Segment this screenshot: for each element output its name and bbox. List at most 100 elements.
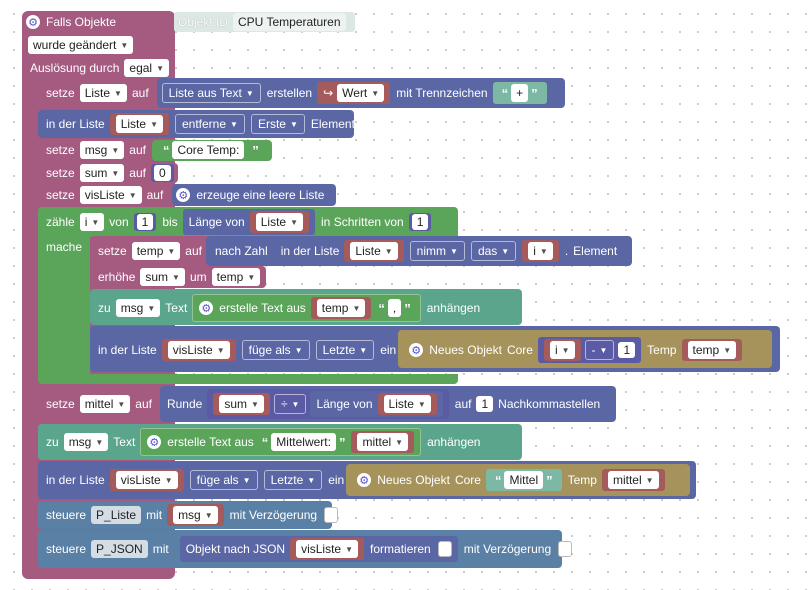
text-label: Text	[165, 301, 188, 315]
loop-var-dropdown[interactable]: i▼	[79, 213, 105, 231]
element-label: Element	[573, 244, 618, 258]
wert-block[interactable]: ↪Wert▼	[317, 82, 391, 104]
var-dropdown[interactable]: msg▼	[79, 141, 125, 159]
mit-trennzeichen-label: mit Trennzeichen	[396, 86, 488, 100]
var-dropdown[interactable]: sum▼	[79, 164, 125, 182]
msg-var-block[interactable]: msg▼	[167, 504, 224, 526]
zaehle-label: zähle	[46, 215, 75, 229]
list-var-block[interactable]: Liste▼	[344, 240, 404, 262]
erstellen-label: erstellen	[266, 86, 313, 100]
list-var-block[interactable]: visListe▼	[161, 339, 236, 361]
row8: in der Liste visListe▼ füge als▼ Letzte▼…	[46, 469, 671, 491]
list-var-block[interactable]: Liste▼	[109, 113, 169, 135]
auf-label: auf	[129, 143, 146, 157]
l3: zu msg▼ Text ⚙ erstelle Text aus temp▼ “…	[98, 294, 485, 322]
pos-dropdown[interactable]: Erste▼	[250, 114, 305, 134]
setze-label: setze	[46, 143, 75, 157]
op-dropdown[interactable]: füge als▼	[241, 340, 310, 360]
schritte-label: in Schritten von	[321, 215, 404, 229]
zu-label: zu	[98, 301, 111, 315]
var-dropdown[interactable]: visListe▼	[79, 186, 142, 204]
pos-dropdown[interactable]: Letzte▼	[263, 470, 323, 490]
delay-checkbox[interactable]	[558, 541, 573, 557]
pos-dropdown[interactable]: das▼	[470, 241, 517, 261]
op-dropdown[interactable]: entferne▼	[174, 114, 245, 134]
var-dropdown[interactable]: Liste▼	[79, 84, 127, 102]
gear-icon[interactable]: ⚙	[357, 473, 372, 487]
row10: steuere P_JSON mit Objekt nach JSON visL…	[46, 536, 573, 562]
row2: in der Liste Liste▼ entferne▼ Erste▼ Ele…	[46, 113, 360, 135]
ausloesung-label: Auslösung durch	[30, 61, 120, 75]
arith-block[interactable]: i▼ -▼ 1	[537, 337, 642, 363]
mittel-literal[interactable]: “Mittel”	[485, 469, 562, 491]
von-label: von	[109, 215, 129, 229]
op-dropdown[interactable]: füge als▼	[189, 470, 258, 490]
new-object-label: Neues Objekt	[429, 343, 502, 357]
row7: zu msg▼ Text ⚙ erstelle Text aus “Mittel…	[46, 428, 485, 456]
auf-label: auf	[135, 397, 152, 411]
text-label: Text	[113, 435, 136, 449]
ausloesung-dropdown[interactable]: egal▼	[124, 59, 169, 77]
core-temp-field[interactable]: Core Temp:	[172, 141, 245, 159]
separator-literal[interactable]: “+”	[492, 82, 547, 104]
leere-liste-block[interactable]	[172, 184, 336, 206]
decimals-number[interactable]: 1	[476, 396, 494, 412]
step-number[interactable]: 1	[408, 213, 432, 231]
var-dropdown[interactable]: msg▼	[63, 433, 109, 451]
append-label: anhängen	[427, 435, 481, 449]
loop-body-bar	[38, 236, 90, 376]
format-checkbox[interactable]	[437, 541, 452, 557]
temp-var-block[interactable]: temp▼	[681, 339, 743, 361]
auf-label: auf	[454, 397, 472, 411]
var-dropdown[interactable]: msg▼	[115, 299, 161, 317]
loop-bottom	[38, 374, 458, 384]
trigger-header: ⚙ Falls Objekte	[26, 13, 121, 31]
op-dropdown[interactable]: nimm▼	[409, 241, 465, 261]
delay-checkbox[interactable]	[324, 507, 339, 523]
func-dropdown[interactable]: Liste aus Text▼	[161, 83, 261, 103]
erhoehe-label: erhöhe	[98, 270, 136, 284]
l4: in der Liste visListe▼ füge als▼ Letzte▼…	[98, 337, 748, 363]
object-id-field[interactable]: CPU Temperaturen	[233, 13, 346, 31]
row1: setze Liste▼ auf Liste aus Text▼ erstell…	[46, 82, 553, 104]
new-object-label: Neues Objekt	[377, 473, 450, 487]
var-dropdown[interactable]: mittel▼	[79, 395, 131, 413]
in-der-liste-label: in der Liste	[46, 473, 105, 487]
gear-icon[interactable]: ⚙	[26, 15, 40, 29]
auf-label: auf	[131, 86, 149, 100]
setze-label: setze	[46, 166, 75, 180]
target-field[interactable]: P_Liste	[91, 506, 142, 524]
row4: setze sum▼ auf 0	[46, 164, 180, 182]
var-dropdown[interactable]: sum▼	[140, 268, 185, 286]
auf-label: auf	[146, 188, 164, 202]
target-field[interactable]: P_JSON	[91, 540, 148, 558]
mit-label: mit	[152, 542, 169, 556]
gear-icon[interactable]: ⚙	[147, 435, 162, 449]
gear-icon[interactable]: ⚙	[409, 343, 424, 357]
pos-dropdown[interactable]: Letzte▼	[315, 340, 375, 360]
zu-label: zu	[46, 435, 59, 449]
changed-dropdown[interactable]: wurde geändert▼	[28, 36, 134, 54]
l2: erhöhe sum▼ um temp▼	[98, 268, 265, 286]
gear-icon[interactable]: ⚙	[176, 188, 191, 202]
steuere-label: steuere	[46, 508, 87, 522]
object-id-socket[interactable]: Objekt ID CPU Temperaturen	[174, 12, 355, 32]
object-id-label: Objekt ID	[178, 15, 229, 29]
gear-icon[interactable]: ⚙	[199, 301, 214, 315]
index-var-block[interactable]: i▼	[522, 240, 559, 262]
bis-label: bis	[162, 215, 178, 229]
delay-label: mit Verzögerung	[463, 542, 552, 556]
create-text-block[interactable]: ⚙ erstelle Text aus “Mittelwert:” mittel…	[140, 428, 422, 456]
mache-row: mache	[46, 238, 82, 256]
var-dropdown[interactable]: temp▼	[131, 242, 181, 260]
json-block[interactable]: Objekt nach JSON visListe▼ formatieren	[179, 536, 458, 562]
create-text-block[interactable]: ⚙ erstelle Text aus temp▼ “,”	[192, 294, 421, 322]
list-var-block[interactable]: visListe▼	[109, 469, 184, 491]
zero-number-block[interactable]: 0	[150, 164, 174, 182]
temp-var-block[interactable]: temp▼	[211, 268, 261, 286]
mittel-var-block[interactable]: mittel▼	[601, 469, 665, 491]
changed-row: wurde geändert▼	[28, 36, 138, 54]
from-number[interactable]: 1	[133, 213, 157, 231]
